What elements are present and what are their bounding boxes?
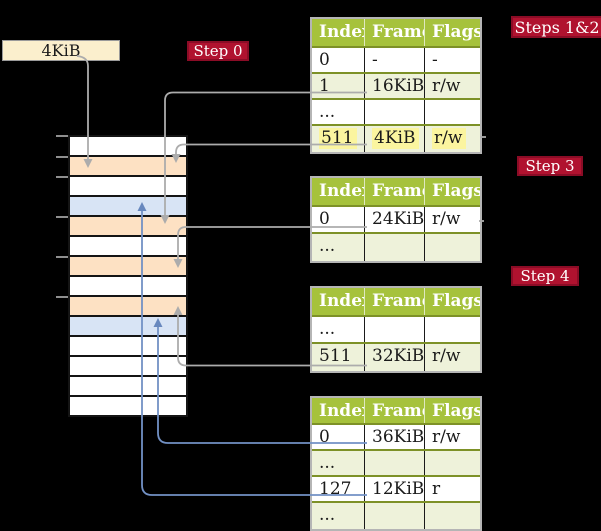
column-header: Index bbox=[312, 398, 365, 423]
memory-cell-orange bbox=[70, 297, 186, 317]
table-cell: 36KiB bbox=[365, 425, 425, 449]
table-row: ... bbox=[312, 100, 480, 126]
memory-column bbox=[68, 135, 188, 417]
table-cell: 32KiB bbox=[365, 344, 425, 371]
table-cell: 0 bbox=[312, 207, 365, 232]
table-cell: r/w bbox=[432, 346, 461, 366]
table-cell bbox=[425, 451, 480, 475]
table-cell: - bbox=[365, 48, 425, 72]
table-cell: 0 bbox=[312, 48, 365, 72]
table-cell: 511 bbox=[312, 126, 365, 152]
memory-cell-white bbox=[70, 237, 186, 257]
column-header: Index bbox=[312, 19, 365, 46]
memory-cell-orange bbox=[70, 217, 186, 237]
table-cell bbox=[365, 503, 425, 529]
table-cell: 24KiB bbox=[365, 207, 425, 232]
table-cell bbox=[425, 503, 480, 529]
highlighted-value: 4KiB bbox=[372, 128, 420, 149]
axis-tick bbox=[56, 296, 68, 298]
memory-cell-white bbox=[70, 337, 186, 357]
table-cell: ... bbox=[312, 234, 365, 261]
table-cell: r bbox=[432, 479, 441, 499]
axis-tick bbox=[56, 216, 68, 218]
column-header: Flags bbox=[432, 22, 480, 42]
memory-cell-white bbox=[70, 357, 186, 377]
axis-tick bbox=[56, 156, 68, 158]
table-cell: ... bbox=[312, 451, 365, 475]
table-cell: 127 bbox=[312, 477, 365, 501]
table-cell bbox=[425, 234, 480, 261]
axis-tick bbox=[56, 176, 68, 178]
table-cell: ... bbox=[312, 317, 365, 342]
column-header: Flags bbox=[432, 291, 480, 311]
table-cell: r/w bbox=[432, 76, 461, 96]
table-header-row: IndexFrame Flags bbox=[312, 288, 480, 317]
table-cell bbox=[425, 317, 480, 342]
table-cell bbox=[365, 317, 425, 342]
badge-step-3: Step 3 bbox=[517, 156, 583, 176]
table-header-row: IndexFrame Flags bbox=[312, 398, 480, 425]
table-cell: r/w bbox=[432, 209, 461, 229]
column-header: Frame bbox=[365, 398, 425, 423]
table-cell: 16KiB bbox=[365, 74, 425, 98]
table-header-row: IndexFrame Flags bbox=[312, 178, 480, 207]
table-cell: 12KiB bbox=[365, 477, 425, 501]
highlighted-value: r/w bbox=[432, 128, 467, 149]
highlighted-value: 511 bbox=[319, 128, 358, 149]
table-row: ... bbox=[312, 451, 480, 477]
memory-cell-white bbox=[70, 277, 186, 297]
column-header: Flags bbox=[432, 181, 480, 201]
table-cell: r/w bbox=[425, 126, 480, 152]
table-cell: ... bbox=[312, 503, 365, 529]
table-cell bbox=[425, 100, 480, 124]
column-header: Frame bbox=[365, 178, 425, 205]
column-header: Frame bbox=[365, 19, 425, 46]
column-header: Flags bbox=[432, 401, 480, 421]
table-row: ... bbox=[312, 317, 480, 344]
axis-tick bbox=[56, 135, 68, 137]
badge-steps-1-2: Steps 1&2 bbox=[511, 16, 601, 38]
memory-cell-white bbox=[70, 177, 186, 197]
table-cell: 511 bbox=[312, 344, 365, 371]
table-cell: 4KiB bbox=[365, 126, 425, 152]
column-header: Index bbox=[312, 288, 365, 315]
table-cell: r/w bbox=[432, 427, 461, 447]
table-header-row: IndexFrame Flags bbox=[312, 19, 480, 48]
memory-cell-white bbox=[70, 377, 186, 397]
table-row: 0-- bbox=[312, 48, 480, 74]
memory-cell-orange bbox=[70, 257, 186, 277]
table-cell bbox=[365, 451, 425, 475]
table-cell: 0 bbox=[312, 425, 365, 449]
table-cell: 1 bbox=[312, 74, 365, 98]
memory-cell-orange bbox=[70, 157, 186, 177]
memory-cell-white bbox=[70, 137, 186, 157]
table-row: ... bbox=[312, 503, 480, 529]
table-cell bbox=[365, 100, 425, 124]
table-cell bbox=[365, 234, 425, 261]
table-row: ... bbox=[312, 234, 480, 261]
memory-cell-white bbox=[70, 397, 186, 415]
badge-step-0: Step 0 bbox=[187, 41, 249, 61]
axis-tick bbox=[56, 256, 68, 258]
column-header: Index bbox=[312, 178, 365, 205]
badge-step-4: Step 4 bbox=[511, 266, 579, 286]
table-cell: - bbox=[432, 50, 438, 70]
memory-cell-blue bbox=[70, 197, 186, 217]
table-cell: ... bbox=[312, 100, 365, 124]
table-row: 511 4KiB r/w bbox=[312, 126, 480, 152]
memory-cell-blue bbox=[70, 317, 186, 337]
root-frame-address-box: 4KiB bbox=[2, 40, 120, 61]
column-header: Frame bbox=[365, 288, 425, 315]
